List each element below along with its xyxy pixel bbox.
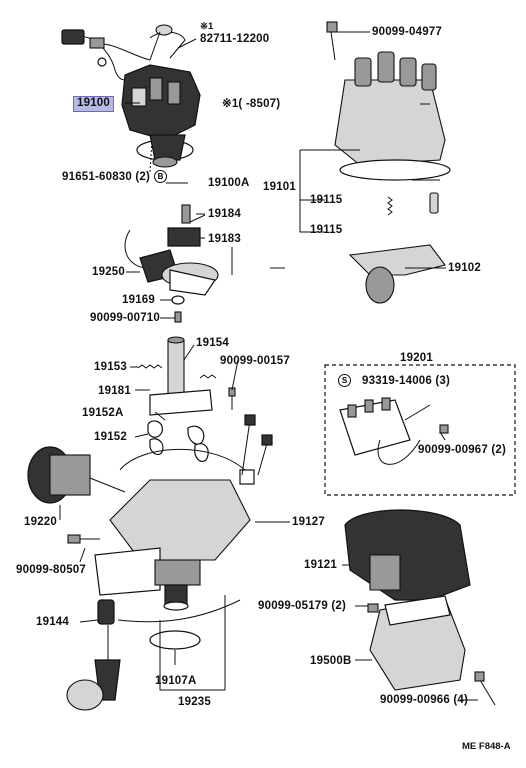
part-19183[interactable]: 19183	[208, 233, 241, 245]
cover-screw	[367, 603, 379, 613]
housing-bolt	[474, 671, 496, 706]
figure-code: ME F848-A	[462, 741, 511, 752]
part-19107a[interactable]: 19107A	[155, 675, 197, 687]
housing-screw	[67, 534, 100, 544]
part-19101[interactable]: 19101	[263, 181, 296, 193]
part-90099-00157[interactable]: 90099-00157	[220, 355, 290, 367]
lower-housing	[369, 595, 466, 691]
part-19220[interactable]: 19220	[24, 516, 57, 528]
part-19184[interactable]: 19184	[208, 208, 241, 220]
part-90099-80507[interactable]: 90099-80507	[16, 564, 86, 576]
distributor-assembly-small	[121, 64, 201, 168]
distributor-housing	[94, 414, 273, 611]
part-90099-00966[interactable]: 90099-00966 (4)	[380, 694, 469, 706]
part-91651-60830[interactable]: 91651-60830 (2)	[62, 171, 151, 183]
part-19154[interactable]: 19154	[196, 337, 229, 349]
pickup-coil-assembly	[124, 229, 219, 296]
governor-weights	[147, 420, 209, 462]
part-19201[interactable]: 19201	[400, 352, 433, 364]
note-mark-label: ※1	[200, 21, 214, 32]
shaft-governor	[137, 336, 236, 416]
part-90099-05179[interactable]: 90099-05179 (2)	[258, 600, 347, 612]
note-range-label: ※1( -8507)	[222, 98, 281, 110]
part-19144[interactable]: 19144	[36, 616, 69, 628]
part-19121[interactable]: 19121	[304, 559, 337, 571]
part-19115-lower[interactable]: 19115	[310, 224, 343, 236]
rotor	[348, 244, 446, 304]
circle-s-mark: S	[338, 374, 351, 387]
part-19152a[interactable]: 19152A	[82, 407, 124, 419]
part-90099-00967[interactable]: 90099-00967 (2)	[418, 444, 507, 456]
part-19102[interactable]: 19102	[448, 262, 481, 274]
part-19500b[interactable]: 19500B	[310, 655, 352, 667]
wire-harness	[66, 599, 241, 711]
part-19100a[interactable]: 19100A	[208, 177, 250, 189]
part-19250[interactable]: 19250	[92, 266, 125, 278]
carbon-springs	[387, 192, 439, 216]
distributor-cap	[326, 21, 451, 181]
signal-pickup	[167, 204, 206, 247]
circle-b-mark: B	[154, 170, 167, 183]
part-19100[interactable]: 19100	[73, 96, 114, 112]
part-19169[interactable]: 19169	[122, 294, 155, 306]
part-93319-14006[interactable]: 93319-14006 (3)	[362, 375, 451, 387]
part-19153[interactable]: 19153	[94, 361, 127, 373]
dust-cover	[344, 509, 471, 601]
wire-connector-assembly	[61, 24, 186, 81]
washer-and-pin	[171, 295, 185, 323]
igniter-assembly-box	[324, 364, 516, 496]
part-19115-upper[interactable]: 19115	[310, 194, 343, 206]
part-19127[interactable]: 19127	[292, 516, 325, 528]
part-19181[interactable]: 19181	[98, 385, 131, 397]
leader-lines	[59, 31, 478, 701]
part-82711-12200[interactable]: 82711-12200	[200, 33, 270, 45]
part-19152[interactable]: 19152	[94, 431, 127, 443]
part-90099-04977[interactable]: 90099-04977	[372, 26, 442, 38]
part-90099-00710[interactable]: 90099-00710	[90, 312, 160, 324]
o-ring	[149, 630, 201, 650]
vacuum-advancer	[27, 446, 126, 504]
part-19235[interactable]: 19235	[178, 696, 211, 708]
